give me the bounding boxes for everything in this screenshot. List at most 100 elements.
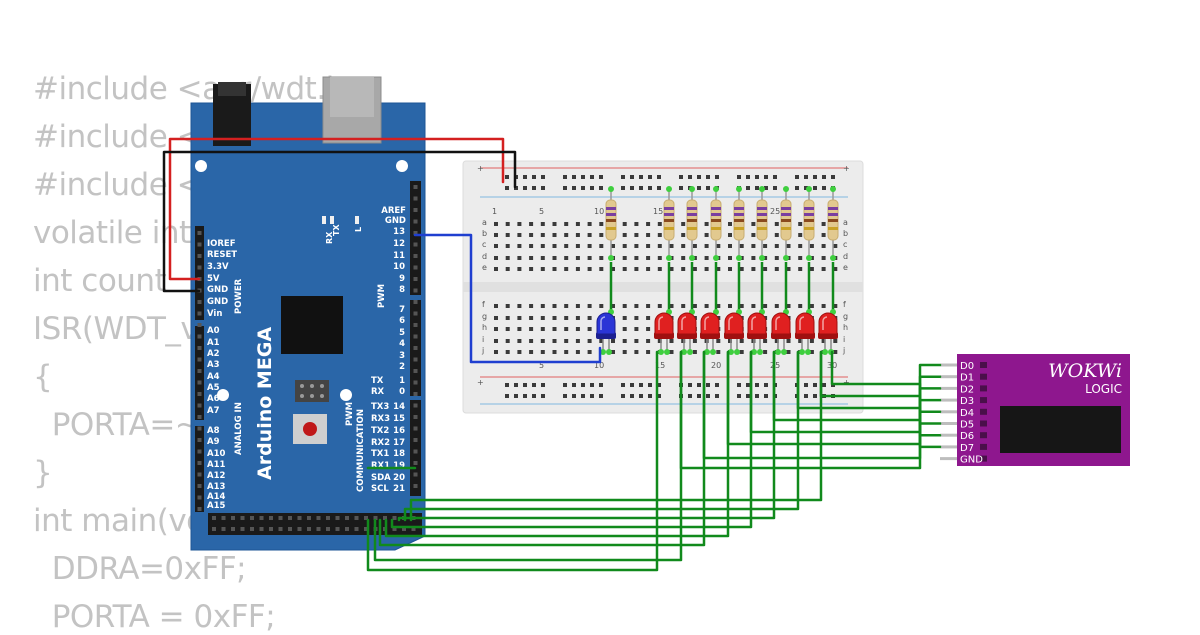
header-pin <box>413 334 418 339</box>
rail-hole <box>697 394 701 398</box>
col-num-25: 25 <box>770 207 780 216</box>
breadboard-hole <box>575 304 580 308</box>
header-pin <box>212 527 216 531</box>
header-pin <box>197 311 202 316</box>
breadboard-hole <box>798 304 803 308</box>
analog-section-label: ANALOG IN <box>234 402 244 455</box>
resistor-band <box>828 207 838 210</box>
row-letter: j <box>481 346 484 355</box>
la-pin-pad <box>980 385 987 392</box>
reset-button-cap[interactable] <box>303 422 317 436</box>
header-pin <box>413 277 418 281</box>
header-pin <box>197 346 202 350</box>
breadboard-hole <box>517 222 522 226</box>
breadboard-hole <box>646 350 651 354</box>
breadboard-hole <box>611 267 615 271</box>
pin-label-aref: AREF <box>381 206 406 216</box>
pin-connection-dot <box>757 349 763 355</box>
rail-hole <box>639 175 643 179</box>
breadboard-hole <box>575 316 580 320</box>
col-num-5-bottom: 5 <box>539 361 544 370</box>
breadboard-hole <box>505 244 510 248</box>
rail-plus-label-bottom-right: + <box>843 378 850 387</box>
rail-hole <box>737 383 741 387</box>
breadboard-hole <box>552 222 557 226</box>
breadboard-hole <box>669 267 674 271</box>
breadboard-hole <box>564 256 569 260</box>
rail-hole <box>697 186 701 190</box>
resistor-band <box>664 213 674 216</box>
breadboard-hole <box>786 339 791 343</box>
breadboard-hole <box>494 350 498 354</box>
breadboard-hole <box>517 327 522 331</box>
pin-label-serial-name: TX3 <box>371 402 389 412</box>
pin-label-digital: 8 <box>399 285 405 295</box>
pin-label-analog: A14 <box>207 492 225 502</box>
breadboard-hole <box>622 316 627 320</box>
code-line: int main(vo <box>33 503 205 539</box>
header-pin <box>197 403 202 408</box>
rail-hole <box>599 186 603 190</box>
mounting-hole <box>340 389 352 401</box>
breadboard-hole <box>529 316 534 320</box>
data-wire <box>397 350 776 522</box>
breadboard-hole <box>681 244 686 248</box>
breadboard-hole <box>575 327 580 331</box>
rail-hole <box>804 383 808 387</box>
breadboard-hole <box>575 267 580 271</box>
header-pin <box>297 516 302 520</box>
rail-hole <box>657 175 661 179</box>
icsp-pin <box>300 384 304 388</box>
row-letter: d <box>482 252 487 261</box>
resistor-band <box>734 207 744 210</box>
header-pin <box>269 516 273 520</box>
breadboard-hole <box>716 339 721 343</box>
breadboard-hole <box>599 267 604 271</box>
rail-hole <box>773 175 777 179</box>
header-pin <box>392 516 397 520</box>
breadboard-hole <box>646 267 651 271</box>
pin-label-serial-name: TX2 <box>371 426 389 436</box>
code-line: volatile int <box>33 215 191 251</box>
l-led <box>355 216 359 224</box>
icsp-pin <box>320 384 324 388</box>
breadboard-hole <box>669 244 674 248</box>
breadboard-hole <box>669 350 674 354</box>
pin-label-analog: A9 <box>207 437 220 447</box>
rail-hole <box>630 175 634 179</box>
breadboard-hole <box>821 233 826 237</box>
rail-hole <box>563 394 567 398</box>
la-pin-pad <box>980 362 987 368</box>
rail-hole <box>621 394 625 398</box>
breadboard-hole <box>809 350 814 354</box>
pin-label-gnd: GND <box>207 285 228 295</box>
red-led <box>677 312 697 335</box>
mounting-hole <box>195 160 207 172</box>
breadboard-hole <box>494 304 498 308</box>
breadboard-hole <box>529 304 534 308</box>
breadboard-hole <box>575 222 580 226</box>
breadboard-hole <box>622 327 627 331</box>
code-line: DDRA=0xFF; <box>33 551 247 587</box>
breadboard-hole <box>728 304 732 308</box>
pin-label-digital: 2 <box>399 362 405 372</box>
rail-plus-label-bottom: + <box>477 378 484 387</box>
pin-connection-dot <box>728 349 734 355</box>
rail-hole <box>639 383 643 387</box>
la-pin-lead <box>940 363 957 367</box>
la-pin-pad <box>980 432 987 439</box>
breadboard-hole <box>692 267 697 271</box>
header-pin <box>231 527 235 531</box>
data-wire <box>403 350 800 522</box>
breadboard-hole <box>611 339 615 343</box>
breadboard-hole <box>646 316 651 320</box>
pin-connection-dot <box>713 309 719 315</box>
rail-hole <box>813 175 817 179</box>
breadboard-hole <box>833 304 838 308</box>
header-pin <box>345 527 349 531</box>
header-pin <box>212 516 216 520</box>
communication-header <box>410 400 421 496</box>
pin-connection-dot <box>806 255 812 261</box>
header-pin <box>197 449 202 454</box>
pin-label-reset: RESET <box>207 250 237 260</box>
